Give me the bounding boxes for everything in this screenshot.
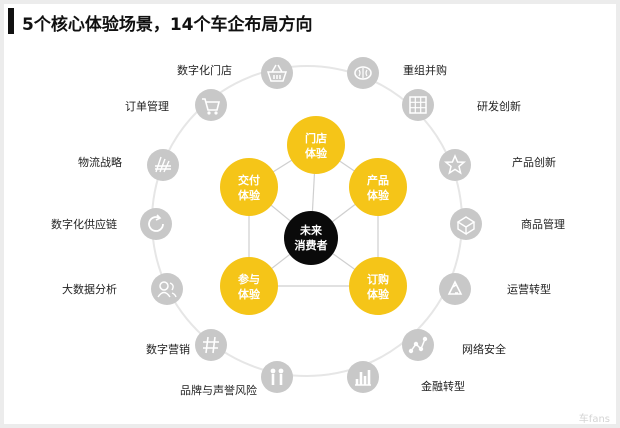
- core-scene-label-line2: 体验: [238, 188, 261, 202]
- direction-node: 数字化门店: [177, 57, 293, 89]
- recycle-icon: [447, 280, 463, 295]
- core-scene-label-line2: 体验: [367, 188, 390, 202]
- direction-node: 金融转型: [347, 361, 465, 393]
- core-scene-label-line1: 订购: [367, 272, 389, 286]
- users-icon: [157, 281, 177, 298]
- direction-node: 数字营销: [146, 329, 227, 361]
- boxes-icon: [456, 216, 476, 236]
- direction-label: 数字营销: [146, 342, 190, 356]
- direction-label: 金融转型: [421, 379, 465, 393]
- refresh-icon: [148, 214, 164, 232]
- direction-label: 研发创新: [477, 99, 521, 113]
- direction-node: 产品创新: [439, 149, 556, 181]
- core-scene-circle: [220, 158, 278, 216]
- core-scene-circle: [287, 116, 345, 174]
- people-icon: [270, 368, 284, 385]
- direction-node-circle: [402, 89, 434, 121]
- watermark: 车fans: [578, 414, 610, 425]
- core-scene-label-line1: 参与: [238, 272, 260, 286]
- direction-node-circle: [261, 361, 293, 393]
- direction-node: 网络安全: [402, 329, 506, 361]
- core-scene-label-line2: 体验: [367, 287, 390, 301]
- cart-icon: [202, 98, 221, 115]
- network-icon: [408, 336, 428, 354]
- direction-node-circle: [261, 57, 293, 89]
- direction-node-circle: [439, 149, 471, 181]
- star-icon: [444, 154, 466, 175]
- direction-node: 订单管理: [125, 89, 227, 121]
- direction-label: 网络安全: [462, 342, 506, 356]
- brain-icon: [354, 66, 372, 80]
- direction-node: 大数据分析: [62, 273, 183, 305]
- core-scene-label-line2: 体验: [305, 146, 328, 160]
- direction-node-circle: [347, 361, 379, 393]
- center-node: 未来 消费者: [284, 211, 338, 265]
- direction-label: 产品创新: [512, 155, 556, 169]
- direction-node: 数字化供应链: [51, 208, 172, 240]
- direction-node-circle: [195, 329, 227, 361]
- direction-node-circle: [439, 273, 471, 305]
- core-scene-label-line1: 交付: [238, 173, 260, 187]
- core-scene-circle: [220, 257, 278, 315]
- hand-icon: [155, 156, 171, 173]
- direction-label: 运营转型: [507, 282, 551, 296]
- grid-icon: [409, 96, 427, 114]
- direction-node: 研发创新: [402, 89, 521, 121]
- direction-label: 重组并购: [403, 63, 447, 77]
- title-accent-bar: [8, 8, 14, 34]
- direction-label: 大数据分析: [62, 282, 117, 296]
- direction-node: 品牌与声誉风险: [180, 361, 293, 397]
- direction-node-circle: [195, 89, 227, 121]
- direction-label: 数字化供应链: [51, 217, 117, 231]
- hashtag-icon: [203, 336, 219, 354]
- direction-node-circle: [140, 208, 172, 240]
- direction-node: 商品管理: [450, 208, 565, 240]
- bar-chart-icon: [355, 370, 371, 386]
- basket-icon: [266, 64, 288, 82]
- core-scene-label-line1: 门店: [305, 131, 327, 145]
- direction-node: 重组并购: [347, 57, 447, 89]
- page-title: 5个核心体验场景，14个车企布局方向: [22, 15, 313, 35]
- direction-node: 运营转型: [439, 273, 551, 305]
- direction-label: 品牌与声誉风险: [180, 383, 257, 397]
- direction-node-circle: [450, 208, 482, 240]
- direction-node: 物流战略: [78, 149, 179, 181]
- center-label-line2: 消费者: [295, 238, 328, 252]
- core-scene-circle: [349, 257, 407, 315]
- core-scene-label-line1: 产品: [367, 173, 389, 187]
- core-scene-label-line2: 体验: [238, 287, 261, 301]
- direction-label: 商品管理: [521, 217, 565, 231]
- center-label-line1: 未来: [299, 223, 323, 237]
- direction-label: 订单管理: [125, 99, 169, 113]
- direction-label: 数字化门店: [177, 63, 232, 77]
- direction-label: 物流战略: [78, 155, 122, 169]
- core-scene-circle: [349, 158, 407, 216]
